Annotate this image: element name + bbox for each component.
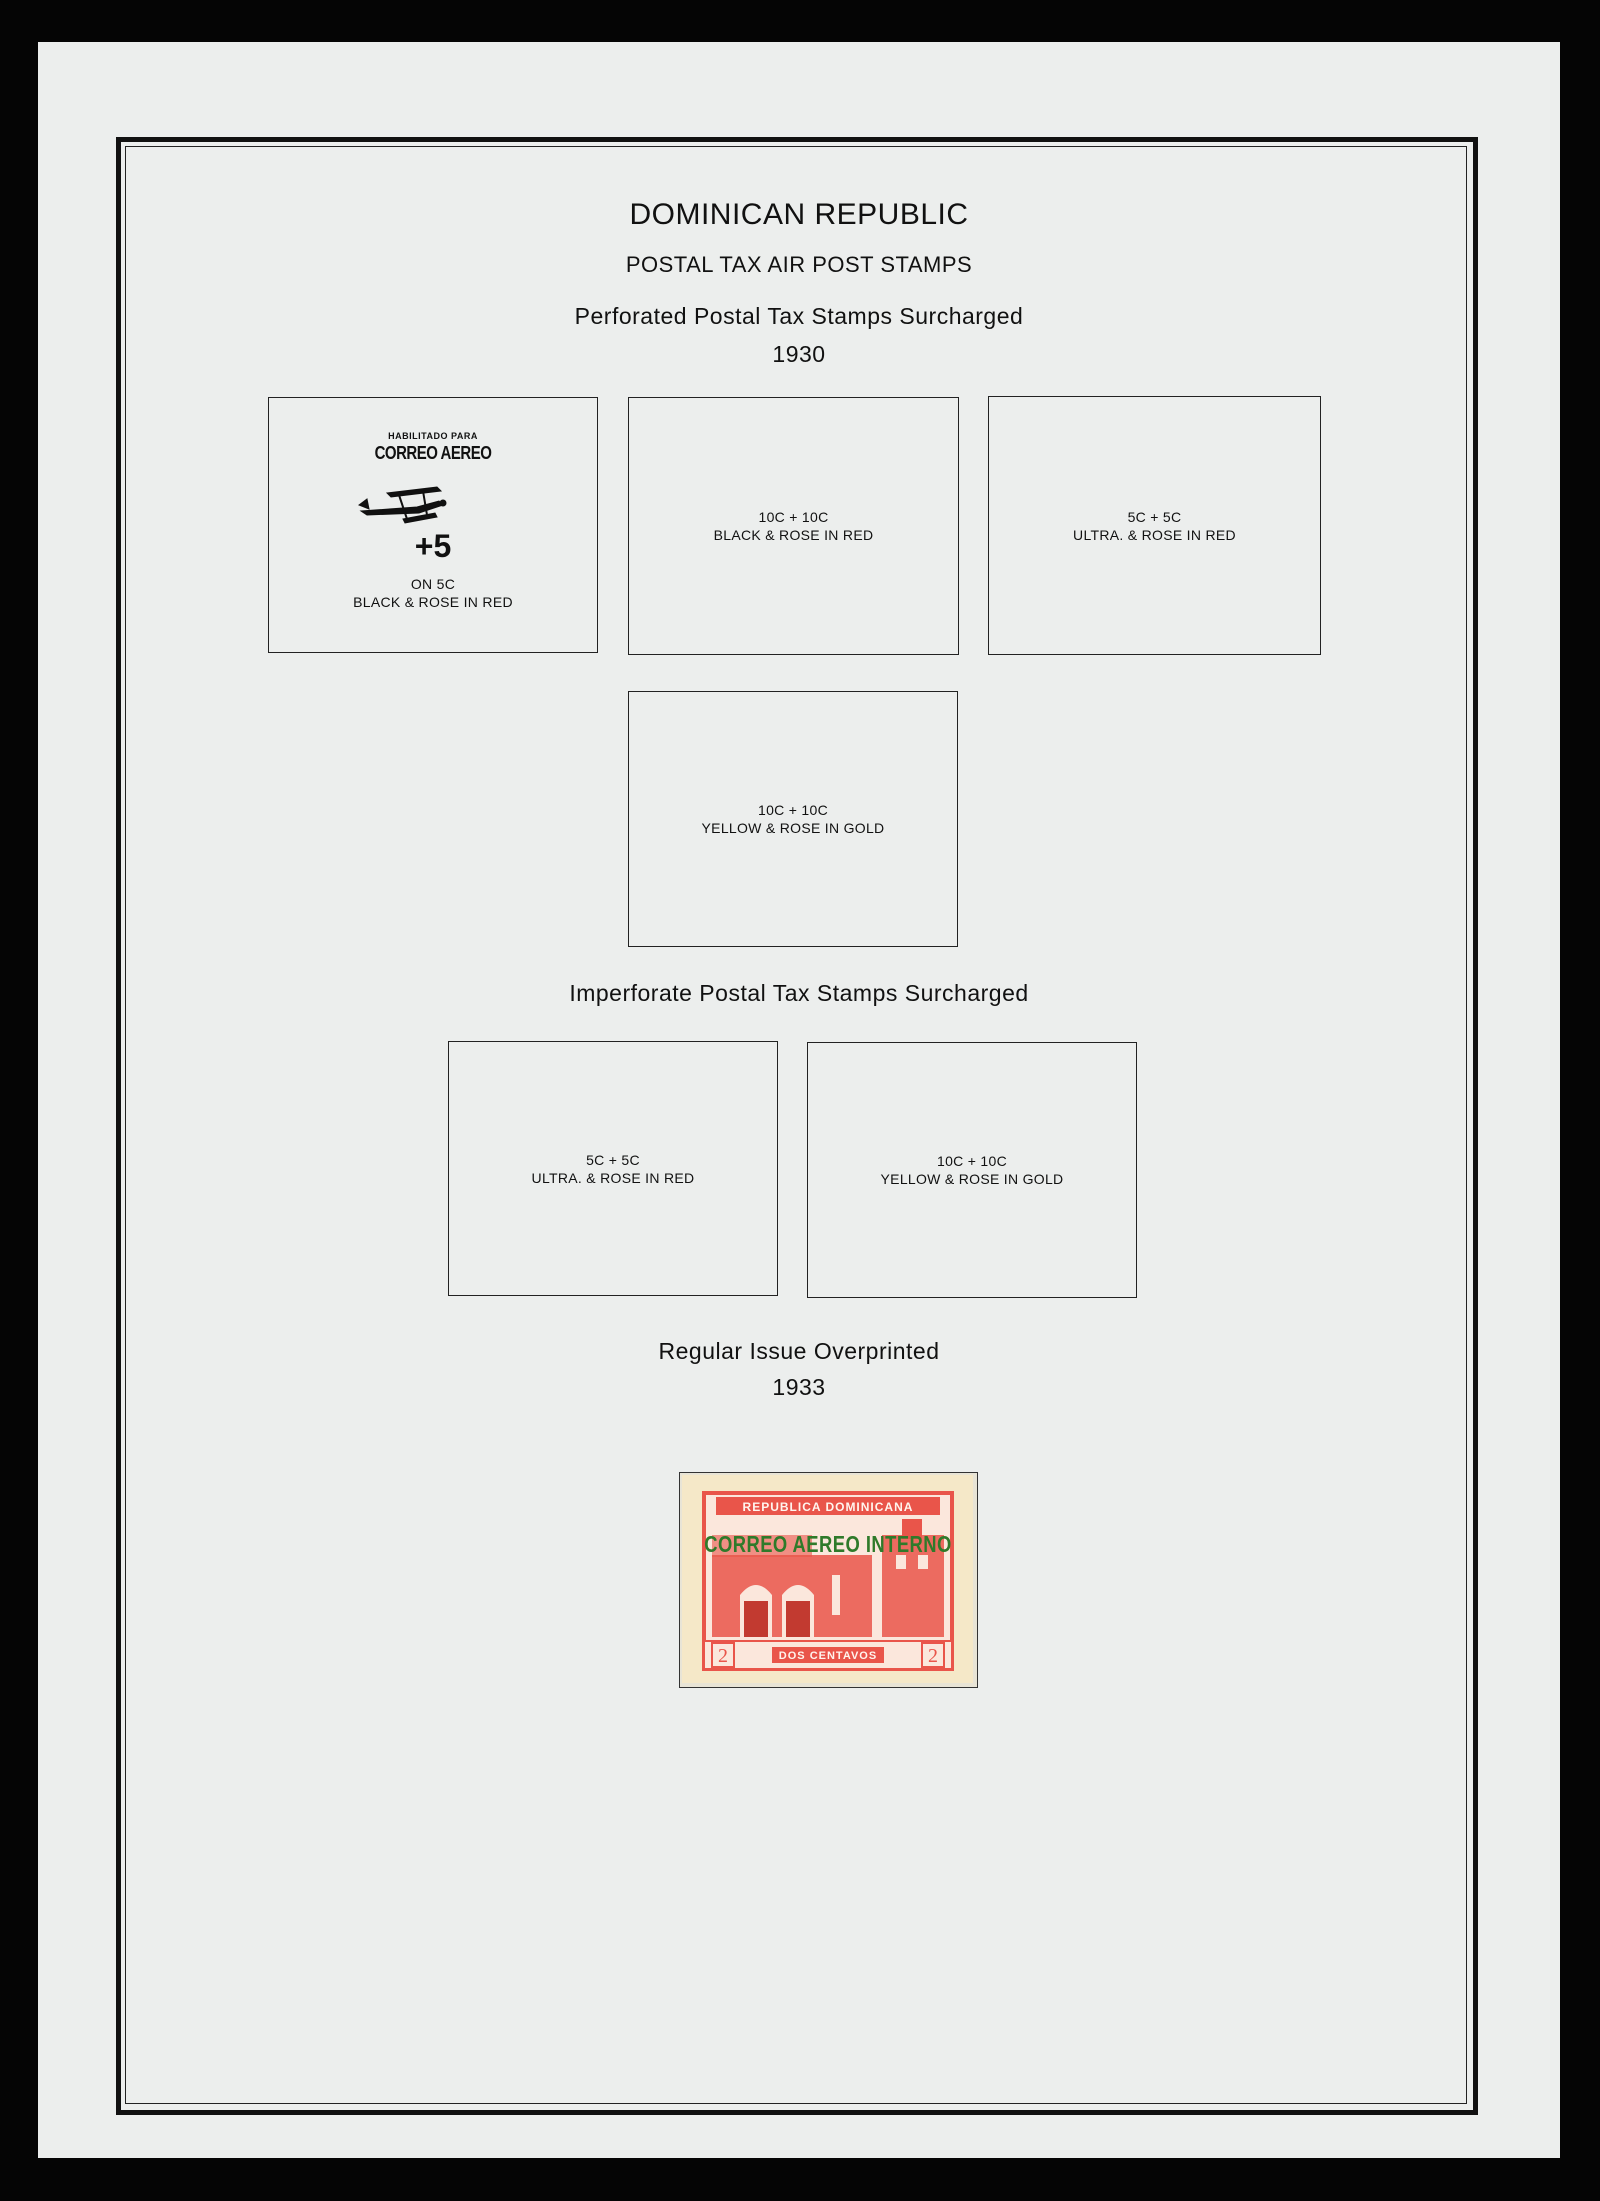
album-page: DOMINICAN REPUBLIC POSTAL TAX AIR POST S… [38,42,1560,2158]
stamp-overprint: CORREO AEREO INTERNO [704,1532,952,1557]
group-year-1930: 1930 [772,341,826,367]
stamp-space-6: 10C + 10C YELLOW & ROSE IN GOLD [807,1042,1137,1298]
overprint-line-1: HABILITADO PARA [388,431,478,441]
space-caption-line-2: BLACK & ROSE IN RED [353,594,513,610]
group-title-perforated: Perforated Postal Tax Stamps Surcharged [574,303,1024,329]
space-caption: 10C + 10C YELLOW & ROSE IN GOLD [808,1152,1136,1188]
space-caption-line-1: 10C + 10C [758,509,829,525]
group-year-1933: 1933 [772,1374,826,1400]
overprint-value: +5 [414,528,452,564]
stamp-space-4: 10C + 10C YELLOW & ROSE IN GOLD [628,691,958,947]
stamp-space-1: HABILITADO PARA CORREO AEREO +5 ON 5C BL… [268,397,598,653]
group-title-regular: Regular Issue Overprinted [658,1338,940,1364]
space-caption-line-2: YELLOW & ROSE IN GOLD [701,820,885,836]
stamp-space-3: 5C + 5C ULTRA. & ROSE IN RED [988,396,1321,655]
stamp-space-5: 5C + 5C ULTRA. & ROSE IN RED [448,1041,778,1296]
page-border-inner [125,146,1467,2104]
space-caption-line-1: 5C + 5C [1127,508,1182,525]
stamp-bottom-text: DOS CENTAVOS [779,1650,877,1662]
stamp-image: REPUBLICA DOMINICANA [682,1475,973,1683]
stamp-value-left: 2 [718,1645,728,1667]
page-subtitle: POSTAL TAX AIR POST STAMPS [625,252,973,277]
overprint-line-2: CORREO AEREO [374,443,492,464]
stamp-artwork: REPUBLICA DOMINICANA [686,1479,969,1679]
stamp-top-text: REPUBLICA DOMINICANA [743,1500,914,1514]
space-caption-line-2: BLACK & ROSE IN RED [713,527,874,543]
page-border-outer [116,137,1478,2115]
space-caption-line-1: 10C + 10C [757,802,829,818]
space-caption-line-1: 5C + 5C [586,1151,640,1168]
stamp-mount: REPUBLICA DOMINICANA [679,1472,978,1688]
space-caption-line-2: YELLOW & ROSE IN GOLD [880,1171,1064,1187]
space-caption-line-2: ULTRA. & ROSE IN RED [1073,526,1236,543]
space-caption: 10C + 10C YELLOW & ROSE IN GOLD [629,801,957,837]
space-caption-line-1: 10C + 10C [936,1153,1008,1169]
space-caption-line-1: ON 5C [410,576,456,592]
airplane-icon [357,486,447,524]
stamp-value-right: 2 [928,1645,938,1667]
space-caption: 5C + 5C ULTRA. & ROSE IN RED [449,1151,777,1187]
space-caption: 10C + 10C BLACK & ROSE IN RED [629,508,958,544]
stamp-space-2: 10C + 10C BLACK & ROSE IN RED [628,397,959,655]
page-title: DOMINICAN REPUBLIC [629,198,969,231]
space-caption-line-2: ULTRA. & ROSE IN RED [531,1169,695,1186]
group-title-imperforate: Imperforate Postal Tax Stamps Surcharged [569,980,1029,1006]
space-caption: 5C + 5C ULTRA. & ROSE IN RED [989,508,1320,544]
